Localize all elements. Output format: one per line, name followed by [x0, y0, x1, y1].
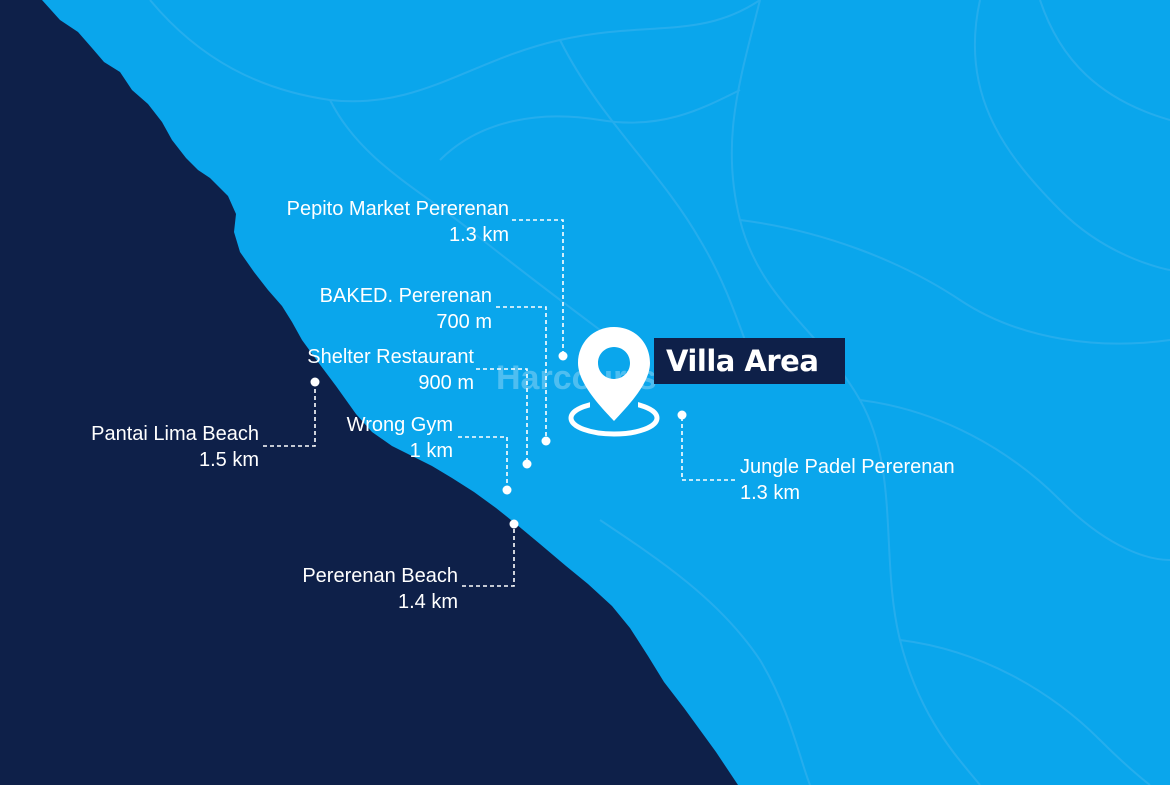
poi-pantai-lima-beach: Pantai Lima Beach 1.5 km	[91, 421, 259, 473]
poi-pererenan-beach: Pererenan Beach 1.4 km	[302, 563, 458, 615]
marker-dot-pantai-lima-beach	[310, 377, 320, 387]
marker-dot-shelter-restaurant	[522, 459, 532, 469]
poi-name: Wrong Gym	[346, 414, 453, 436]
poi-wrong-gym: Wrong Gym 1 km	[347, 412, 453, 464]
poi-name: Pepito Market Pererenan	[286, 198, 509, 220]
poi-name: Pantai Lima Beach	[91, 423, 259, 445]
leader-line-pererenan-beach	[462, 524, 515, 587]
poi-name: BAKED. Pererenan	[319, 285, 492, 307]
leader-line-shelter-restaurant	[476, 368, 528, 464]
leader-line-baked	[496, 306, 547, 441]
poi-name: Shelter Restaurant	[307, 346, 474, 368]
poi-shelter-restaurant: Shelter Restaurant 900 m	[307, 344, 474, 396]
marker-dot-pererenan-beach	[509, 519, 519, 529]
marker-dot-jungle-padel	[677, 410, 687, 420]
poi-distance: 1 km	[409, 440, 453, 462]
leader-line-wrong-gym	[458, 436, 508, 490]
marker-dot-baked	[541, 436, 551, 446]
poi-distance: 1.3 km	[740, 482, 801, 504]
poi-name: Pererenan Beach	[302, 565, 458, 587]
leader-line-jungle-padel	[681, 415, 735, 481]
leader-line-pepito-market	[512, 219, 564, 356]
villa-area-label: Villa Area	[654, 338, 845, 384]
road-network	[149, 0, 1170, 785]
poi-distance: 1.5 km	[198, 449, 259, 471]
marker-dot-wrong-gym	[502, 485, 512, 495]
leader-line-pantai-lima-beach	[263, 382, 316, 447]
poi-distance: 1.3 km	[448, 224, 509, 246]
poi-distance: 1.4 km	[397, 591, 458, 613]
poi-pepito-market: Pepito Market Pererenan 1.3 km	[287, 196, 509, 248]
poi-distance: 900 m	[418, 372, 474, 394]
poi-baked: BAKED. Pererenan 700 m	[320, 283, 492, 335]
marker-dot-pepito-market	[558, 351, 568, 361]
poi-distance: 700 m	[436, 311, 492, 333]
poi-jungle-padel: Jungle Padel Pererenan 1.3 km	[740, 454, 955, 506]
poi-name: Jungle Padel Pererenan	[740, 456, 955, 478]
sea	[0, 0, 738, 785]
